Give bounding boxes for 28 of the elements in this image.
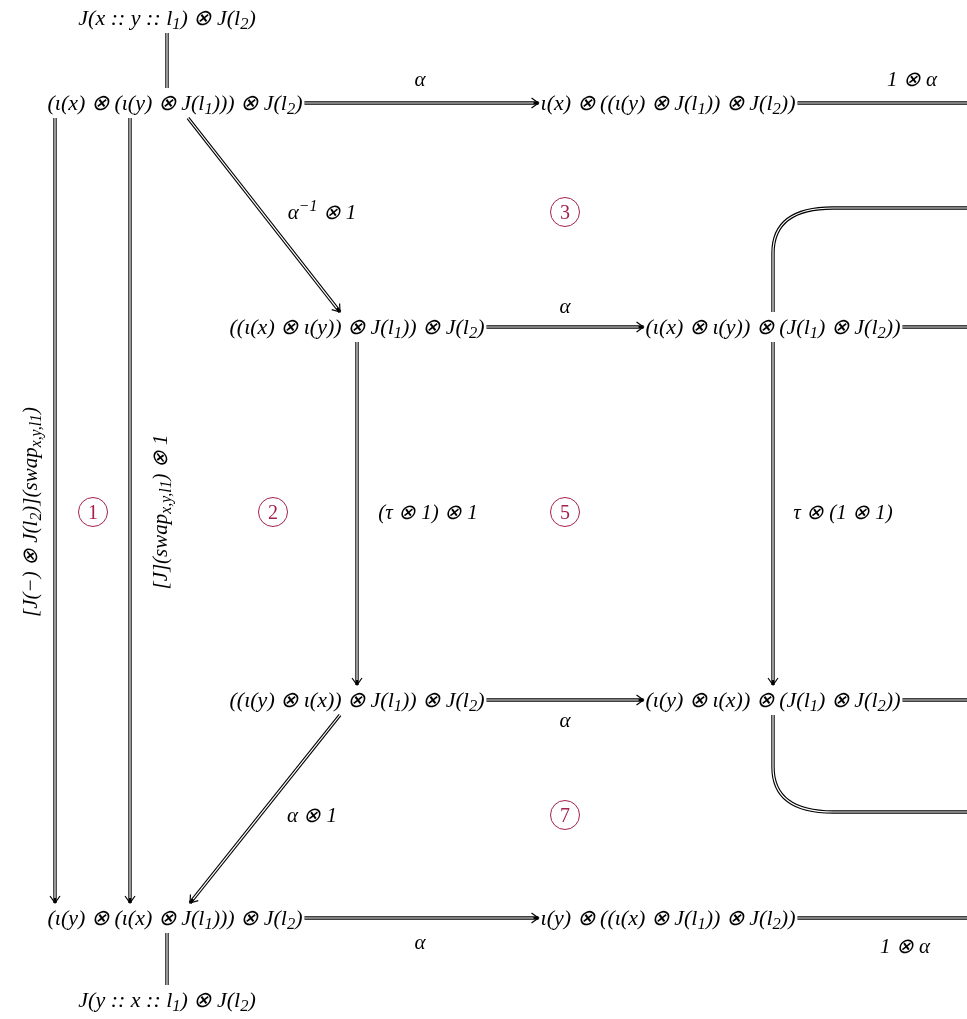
double-arrow: [304, 912, 540, 924]
math-expression: ι(x) ⊗ ((ι(y) ⊗ J(l$_{1}$)) ⊗ J(l$_{2}$)): [538, 88, 798, 118]
math-expression: ((ι(x) ⊗ ι(y)) ⊗ J(l$_{1}$)) ⊗ J(l$_{2}$): [227, 312, 487, 342]
double-line: [902, 325, 967, 329]
double-line: [902, 698, 967, 702]
double-arrow: [486, 321, 645, 333]
double-arrow: [767, 342, 779, 686]
double-arrow: [188, 713, 342, 905]
math-expression: (ι(y) ⊗ ι(x)) ⊗ (J(l$_{1}$) ⊗ J(l$_{2}$)): [643, 685, 903, 715]
double-line: [797, 916, 967, 920]
math-expression: ((ι(y) ⊗ ι(x)) ⊗ J(l$_{1}$)) ⊗ J(l$_{2}$): [227, 685, 487, 715]
double-line: [771, 206, 967, 312]
math-expression: (ι(x) ⊗ ι(y)) ⊗ (J(l$_{1}$) ⊗ J(l$_{2}$)): [643, 312, 903, 342]
double-line: [771, 715, 967, 814]
double-line: [165, 33, 169, 88]
math-expression: (ι(x) ⊗ (ι(y) ⊗ J(l$_{1}$))) ⊗ J(l$_{2}$): [45, 88, 305, 118]
math-expression: ι(y) ⊗ ((ι(x) ⊗ J(l$_{1}$)) ⊗ J(l$_{2}$)): [538, 903, 798, 933]
double-arrow: [351, 342, 363, 686]
double-line: [797, 101, 967, 105]
math-expression: J(y :: x :: l$_{1}$) ⊗ J(l$_{2}$): [76, 985, 258, 1015]
double-arrow: [186, 116, 342, 314]
math-expression: J(x :: y :: l$_{1}$) ⊗ J(l$_{2}$): [76, 3, 258, 33]
double-arrow: [304, 97, 540, 109]
math-expression: (ι(y) ⊗ (ι(x) ⊗ J(l$_{1}$))) ⊗ J(l$_{2}$): [45, 903, 305, 933]
double-arrow: [124, 118, 136, 904]
double-arrow: [49, 118, 61, 904]
double-arrow: [486, 694, 645, 706]
double-line: [165, 933, 169, 985]
